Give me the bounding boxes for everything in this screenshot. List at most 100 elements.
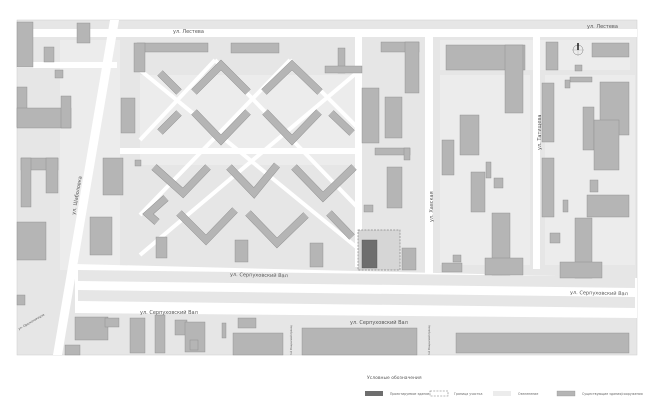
legend-label: Существующие здания/сооружения [582,392,643,396]
building [564,79,571,89]
building [562,199,569,213]
building [361,87,380,144]
street-label-serpukhovsky-val: ул. Серпуховский Вал [140,309,198,316]
legend-swatch-project-building [365,391,383,396]
north-arrow-icon [572,43,584,56]
chevron-building [191,60,251,95]
chevron-building [226,162,280,199]
building [452,254,462,263]
building [593,119,620,171]
building [133,42,146,73]
building [102,157,124,196]
building [189,339,199,351]
building [574,64,583,72]
footpath [138,68,362,257]
street-label-lesteva: ул. Лестева [587,24,618,30]
chevron-building [262,109,322,145]
building [504,44,524,114]
street-label-serpukhovsky-val: ул. Серпуховский Вал [570,289,628,297]
building [155,236,168,259]
building [591,42,630,58]
building [16,294,26,306]
footpath [138,58,217,142]
chevron-building [151,164,211,198]
building [16,21,34,68]
building [484,257,524,276]
road-median [78,270,635,288]
street-label-serpukhovsky-val: ул. Серпуховский Вал [350,319,408,326]
chevron-building [261,60,323,95]
existing-buildings [16,21,630,356]
building [120,97,136,134]
building [455,332,630,354]
legend-swatch-existing-buildings [556,390,576,397]
building [404,41,420,94]
road-side [17,62,117,68]
road-median [78,290,635,308]
building [20,157,32,208]
road-tatishcheva [533,29,540,269]
project-site [357,229,401,271]
building [459,114,480,156]
building [221,322,227,339]
street-label-tatishcheva: ул. Татищева [537,115,543,150]
building [230,42,280,54]
chevron-building [157,110,182,135]
building [154,314,166,354]
building [493,177,504,189]
building [589,179,599,193]
building [76,22,91,44]
building [363,204,374,213]
building [541,82,555,143]
building [586,194,630,218]
building [64,344,81,356]
building [582,106,595,151]
road-lesteva [17,29,637,37]
chevron-building [328,110,355,136]
building [134,159,142,167]
chevron-building [176,207,238,245]
building [386,166,403,209]
building [136,42,209,53]
road-shabolovka [53,20,119,355]
legend-title: Условные обозначения [367,375,422,381]
chevron-building [191,109,251,145]
building [89,216,113,256]
building [301,327,418,356]
building [234,239,249,263]
street-label-serpukhovsky-val: ул. Серпуховский Вал [230,271,288,279]
legend-swatch-greenery [493,391,511,396]
legend-label: Озеленение [518,392,538,396]
building [74,316,109,341]
building [470,171,486,213]
building [541,157,555,218]
building [54,69,64,79]
chevron-building [157,70,182,95]
project-building [361,239,378,269]
building [549,232,561,244]
building [485,161,492,179]
building [232,332,284,356]
building [16,221,47,261]
street-label-khavskaya: ул. Хавская [429,191,435,222]
building [237,317,257,329]
building [441,139,455,176]
building [569,76,593,83]
road-khavskaya [425,29,433,274]
building [45,157,59,194]
chevron-building [142,195,169,225]
legend: Условные обозначения Проектируемое здани… [365,375,643,397]
street-label-lesteva: ул. Лестева [173,29,204,35]
building [384,96,403,139]
street-label-roshchinsky: 4-й Рощинский проезд [289,325,293,355]
building [43,46,55,63]
building [441,262,463,273]
building [60,95,72,129]
road-internal [355,37,362,267]
building [104,317,120,328]
building [309,242,324,268]
building [403,147,411,161]
chevron-building [291,164,357,202]
legend-swatch-site-boundary [429,390,449,397]
